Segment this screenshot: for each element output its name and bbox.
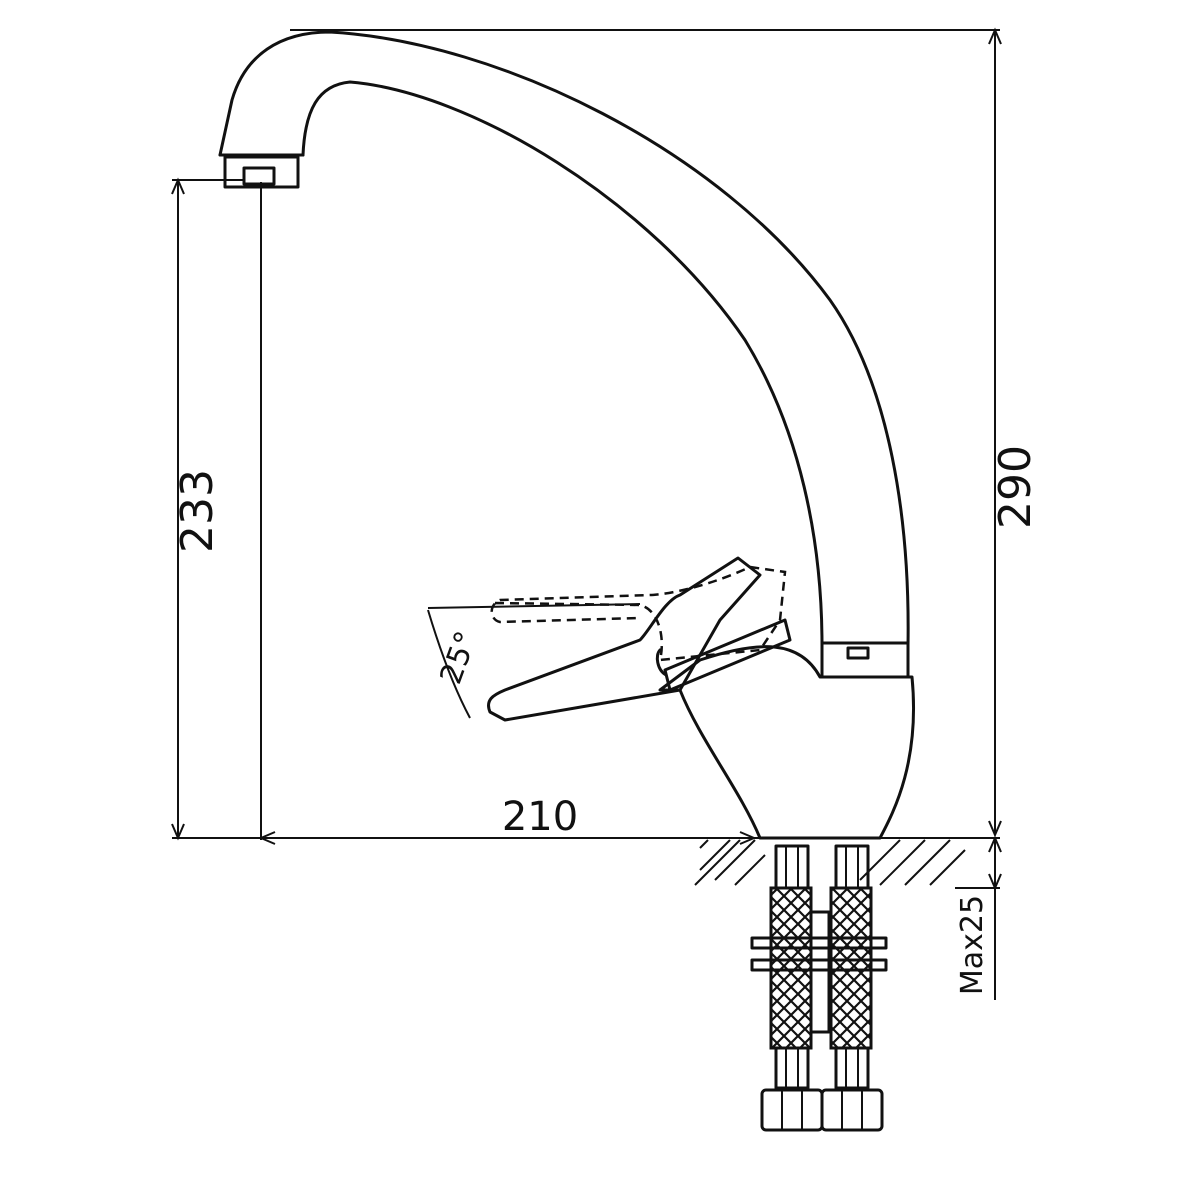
supply-hoses: [750, 844, 888, 1132]
countertop-section: [694, 839, 966, 886]
lever-dashed: [490, 565, 787, 662]
dim-spout-height: 233: [172, 469, 223, 553]
lever-solid: [487, 556, 792, 722]
dimension-lines: [171, 27, 1002, 1000]
dim-reach: 210: [502, 794, 578, 840]
dim-total-height: 290: [990, 445, 1041, 529]
faucet-body: [658, 641, 916, 840]
angle-arc: [427, 603, 641, 719]
dim-lever-angle: 25°: [434, 627, 485, 689]
dim-max-thickness: Max25: [955, 895, 990, 995]
spout: [218, 30, 910, 647]
